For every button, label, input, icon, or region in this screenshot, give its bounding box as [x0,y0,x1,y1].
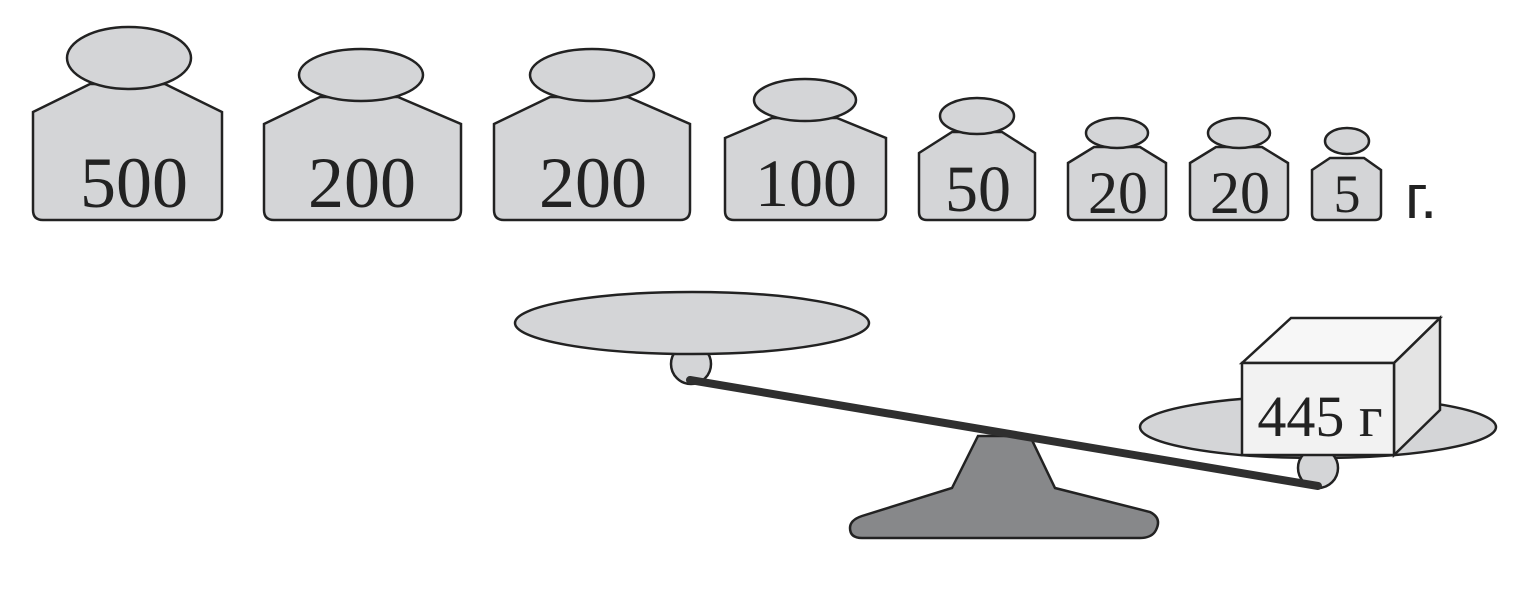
weight-body [492,95,692,222]
object-weight-label: 445 г [1257,384,1382,449]
weight-body [917,130,1037,222]
weight-knob [297,47,425,103]
weight-label: 20 [1210,160,1270,226]
weight-label: 200 [539,143,647,223]
weight-body [1066,145,1168,222]
weight-body [1310,156,1383,222]
weight-knob [938,96,1016,136]
weight-knob [528,47,656,103]
weight-body [1188,145,1290,222]
weight-50: 50 [917,96,1037,226]
scale-beam [686,376,1322,490]
weight-100: 100 [723,77,888,222]
weight-5: 5 [1310,126,1383,224]
left-pan [513,290,871,356]
weight-label: 5 [1334,164,1361,224]
object-box: 445 г [1238,315,1444,458]
weight-knob [1084,116,1150,150]
weight-body [31,82,224,222]
weight-knob [65,25,193,91]
weight-knob [1206,116,1272,150]
weight-200-second: 200 [492,47,692,223]
weight-20-second: 20 [1188,116,1290,226]
weight-label: 20 [1088,160,1148,226]
weight-body [262,95,463,222]
balance-scale: 445 г [513,290,1498,540]
weight-label: 200 [308,143,416,223]
scale-stand [848,434,1160,540]
weight-label: 50 [945,153,1011,226]
weight-20-first: 20 [1066,116,1168,226]
weight-knob [1323,126,1371,156]
weight-label: 500 [80,143,188,223]
box-front-face [1240,361,1396,457]
weight-200-first: 200 [262,47,463,223]
weight-knob [752,77,858,123]
weights-row: 500 200 200 100 50 20 [31,25,1437,232]
weight-label: 100 [755,145,857,221]
weight-body [723,116,888,222]
weight-500: 500 [31,25,224,223]
unit-label: г. [1405,163,1437,232]
